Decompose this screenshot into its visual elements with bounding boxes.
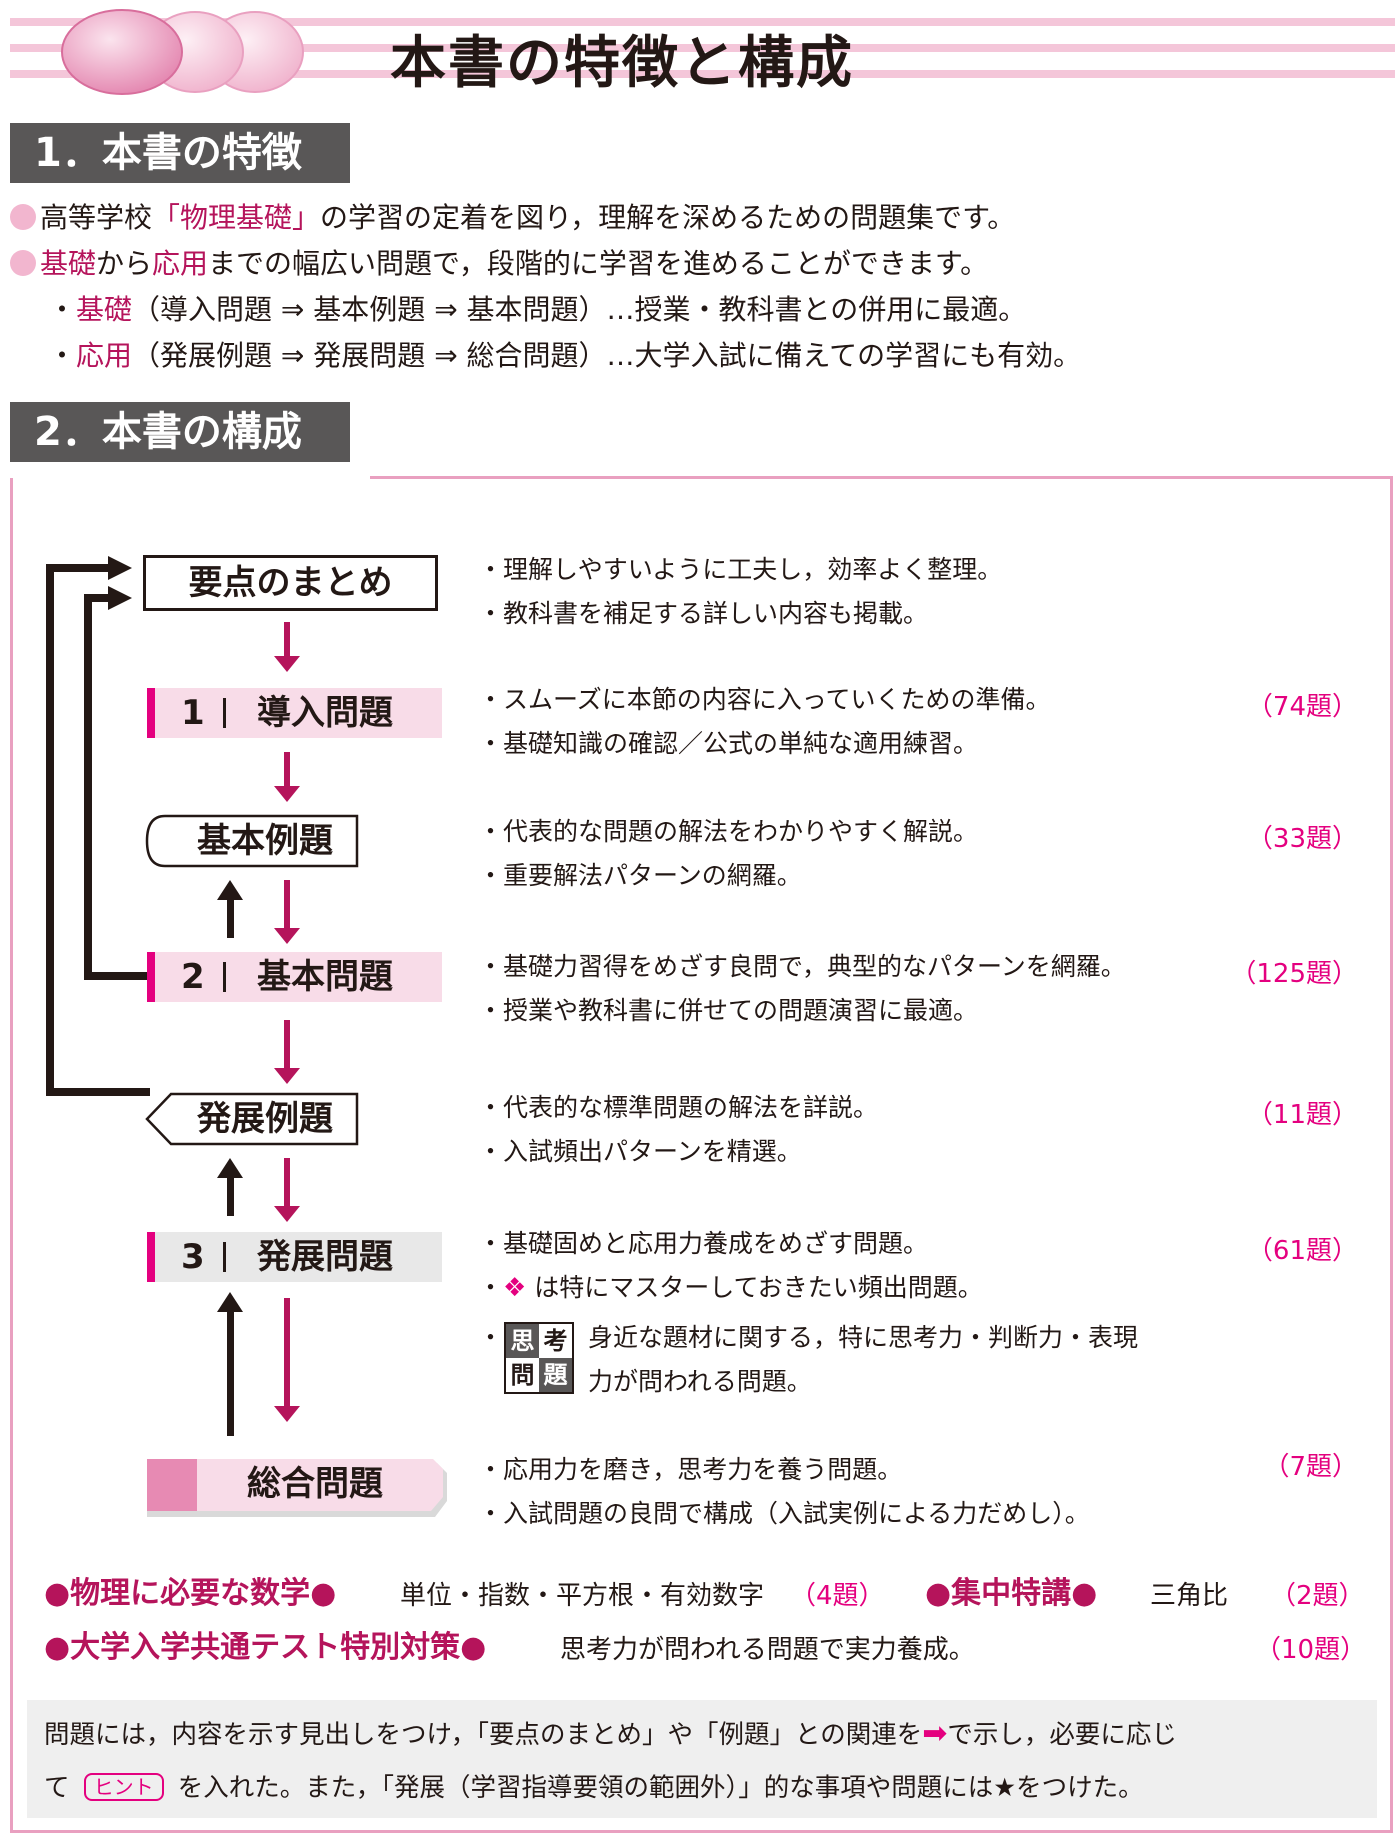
note-line-1: 問題には，内容を示す見出しをつけ，「要点のまとめ」や「例題」との関連を➡で示し，…: [44, 1714, 1177, 1755]
special-math-count: （4題）: [790, 1576, 885, 1616]
desc-summary: ・理解しやすいように工夫し，効率よく整理。・教科書を補足する詳しい内容も掲載。: [478, 548, 1002, 636]
desc-thinking: 身近な題材に関する，特に思考力・判断力・表現力が問われる問題。: [588, 1316, 1138, 1404]
special-common-test: ●大学入学共通テスト特別対策●: [44, 1628, 486, 1668]
box-advanced-problems: 3 発展問題: [147, 1232, 442, 1282]
special-common-test-text: 思考力が問われる問題で実力養成。: [560, 1630, 975, 1670]
diamond-mark-icon: ❖: [503, 1273, 526, 1303]
thinking-badge-icon: 思 考 問 題: [504, 1322, 574, 1394]
desc-comprehensive: ・応用力を磨き，思考力を養う問題。・入試問題の良問で構成（入試実例による力だめし…: [478, 1448, 1090, 1536]
special-common-test-count: （10題）: [1255, 1630, 1366, 1670]
box-basic-problems: 2 基本問題: [147, 952, 442, 1002]
note-line-2: て ヒント を入れた。また，「発展（学習指導要領の範囲外）」的な事項や問題には★…: [44, 1768, 1144, 1808]
count-comprehensive: （7題）: [1263, 1446, 1358, 1483]
right-arrow-icon: ➡: [922, 1716, 947, 1751]
count-advanced-example: （11題）: [1247, 1094, 1358, 1131]
count-basic-example: （33題）: [1247, 818, 1358, 855]
desc-thinking-bullet: ・: [478, 1316, 503, 1360]
desc-basic-example: ・代表的な問題の解法をわかりやすく解説。・重要解法パターンの網羅。: [478, 810, 978, 898]
box-intro-problems: 1 導入問題: [147, 688, 442, 738]
special-math-text: 単位・指数・平方根・有効数字: [400, 1576, 764, 1616]
box-comprehensive: 総合問題: [200, 1457, 430, 1511]
special-math: ●物理に必要な数学●: [44, 1574, 336, 1614]
special-intensive-text: 三角比: [1150, 1576, 1228, 1616]
desc-intro: ・スムーズに本節の内容に入っていくための準備。・基礎知識の確認／公式の単純な適用…: [478, 678, 1051, 766]
desc-advanced-example: ・代表的な標準問題の解法を詳説。・入試頻出パターンを精選。: [478, 1086, 878, 1174]
hint-label-icon: ヒント: [84, 1773, 164, 1801]
box-advanced-example: 発展例題: [170, 1092, 360, 1146]
count-intro: （74題）: [1247, 686, 1358, 723]
count-advanced-problems: （61題）: [1247, 1230, 1358, 1267]
box-summary: 要点のまとめ: [143, 555, 438, 611]
desc-advanced-problems: ・基礎固めと応用力養成をめざす問題。 ・❖ は特にマスターしておきたい頻出問題。: [478, 1222, 983, 1310]
desc-basic-problems: ・基礎力習得をめざす良問で，典型的なパターンを網羅。・授業や教科書に併せての問題…: [478, 945, 1126, 1033]
count-basic-problems: （125題）: [1230, 953, 1358, 990]
special-intensive: ●集中特講●: [925, 1574, 1097, 1614]
box-basic-example: 基本例題: [170, 814, 360, 868]
special-intensive-count: （2題）: [1270, 1576, 1365, 1616]
